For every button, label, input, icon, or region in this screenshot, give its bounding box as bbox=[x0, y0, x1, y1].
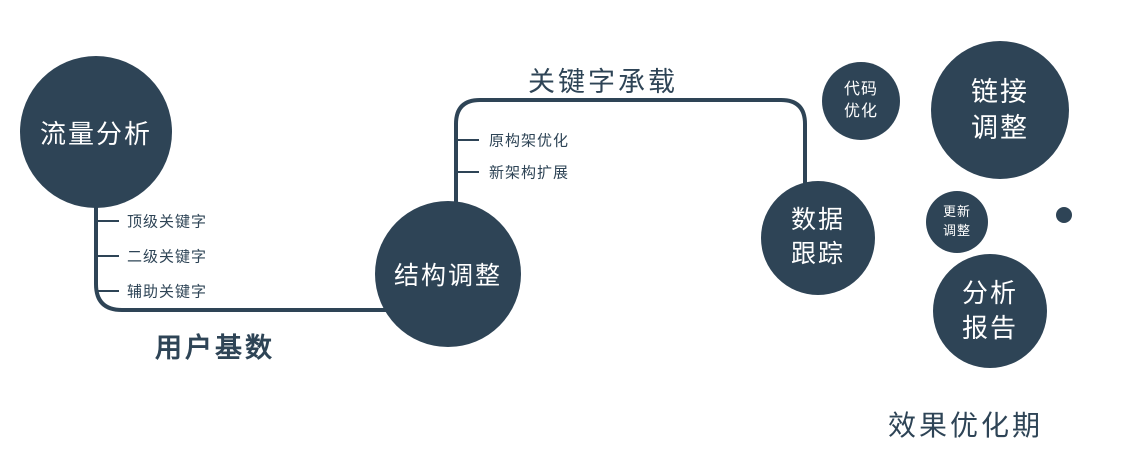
dot-marker bbox=[1056, 207, 1072, 223]
node-traffic-analysis: 流量分析 bbox=[20, 56, 172, 208]
tick-label-new-architecture: 新架构扩展 bbox=[489, 164, 570, 182]
edge-structure-to-tracking bbox=[454, 98, 807, 215]
node-analysis-report: 分析 报告 bbox=[933, 254, 1047, 368]
tick-label-secondary-keywords: 二级关键字 bbox=[127, 248, 208, 266]
caption-effect-optimization: 效果优化期 bbox=[888, 410, 1044, 441]
edge-traffic-to-structure bbox=[94, 190, 448, 312]
edge-label-user-base: 用户基数 bbox=[155, 333, 275, 363]
node-data-tracking: 数据 跟踪 bbox=[761, 181, 875, 295]
node-update-adjustment: 更新 调整 bbox=[926, 191, 988, 253]
tick-label-original-architecture: 原构架优化 bbox=[489, 132, 570, 150]
tick-label-top-keywords: 顶级关键字 bbox=[127, 213, 208, 231]
tick-label-auxiliary-keywords: 辅助关键字 bbox=[127, 283, 208, 301]
node-link-adjustment: 链接 调整 bbox=[931, 41, 1069, 179]
node-code-optimization: 代码 优化 bbox=[822, 62, 900, 140]
node-structure-adjustment: 结构调整 bbox=[375, 201, 521, 347]
edge-label-keyword-carry: 关键字承载 bbox=[528, 67, 678, 97]
